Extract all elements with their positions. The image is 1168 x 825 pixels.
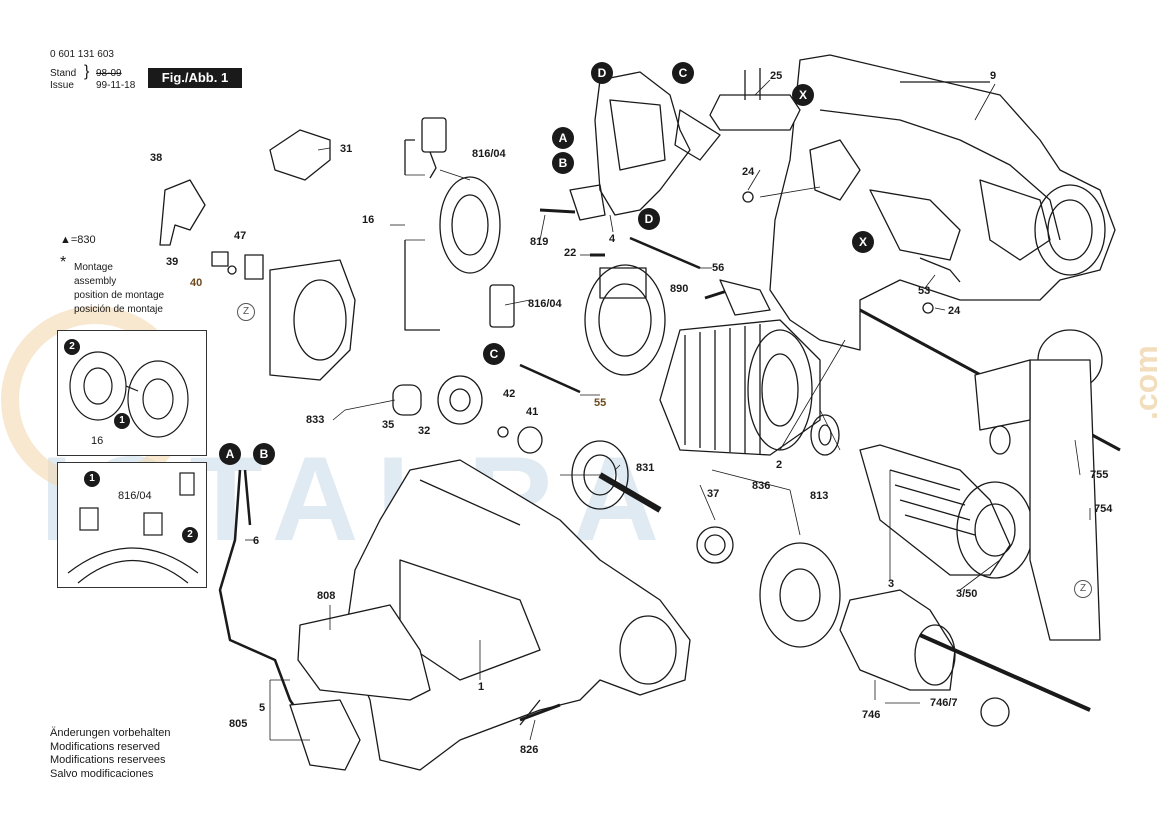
stand-label: Stand — [50, 68, 77, 79]
marker-z-left: Z — [237, 303, 255, 321]
part-2: 2 — [776, 459, 783, 471]
triangle-note: ▲=830 — [60, 234, 96, 246]
footer-line-de: Änderungen vorbehalten — [50, 727, 171, 739]
marker-x-housing: X — [852, 231, 874, 253]
step-2-marker-b: 2 — [182, 527, 198, 543]
part-55: 55 — [594, 397, 607, 409]
part-5: 5 — [259, 702, 266, 714]
marker-x-top: X — [792, 84, 814, 106]
issue-date: 99-11-18 — [96, 80, 136, 91]
inset-drawing-1 — [69, 351, 189, 438]
footer-notes: Änderungen vorbehalten Modifications res… — [50, 727, 170, 781]
part-6: 6 — [253, 535, 260, 547]
footer-line-fr: Modifications reservees — [50, 754, 166, 766]
step-1-marker-b: 1 — [84, 471, 100, 487]
brace: } — [84, 63, 90, 80]
step-2-marker: 2 — [64, 339, 80, 355]
part-41: 41 — [526, 406, 539, 418]
part-816-mid: 816/04 — [528, 298, 562, 310]
part-833: 833 — [306, 414, 325, 426]
inset-part-16: 16 — [91, 435, 104, 447]
part-746: 746 — [862, 709, 881, 721]
part-819: 819 — [530, 236, 549, 248]
part-746-7: 746/7 — [930, 697, 958, 709]
part-9: 9 — [990, 70, 997, 82]
marker-c-wire: C — [483, 343, 505, 365]
part-38: 38 — [150, 152, 163, 164]
part-808: 808 — [317, 590, 336, 602]
part-31: 31 — [340, 143, 353, 155]
part-39: 39 — [166, 256, 179, 268]
footer-line-en: Modifications reserved — [50, 740, 161, 753]
part-3-50: 3/50 — [956, 588, 978, 600]
montage-line-2: assembly — [74, 276, 117, 287]
montage-line-3: position de montage — [74, 290, 165, 301]
inset-drawing-2 — [67, 472, 199, 584]
part-47: 47 — [234, 230, 247, 242]
inset-assembly-2: 1 2 816/04 — [57, 462, 207, 588]
footer-line-es: Salvo modificaciones — [50, 767, 154, 780]
marker-d-wire: D — [638, 208, 660, 230]
part-3: 3 — [888, 578, 895, 590]
part-826: 826 — [520, 744, 539, 756]
star-note: * — [60, 254, 67, 271]
part-24-bottom: 24 — [948, 305, 961, 317]
old-date: 98-09 — [96, 68, 122, 79]
marker-a-switch: A — [552, 127, 574, 149]
marker-b-cord: B — [253, 443, 275, 465]
marker-c-top: C — [672, 62, 694, 84]
part-24-top: 24 — [742, 166, 755, 178]
part-836: 836 — [752, 480, 771, 492]
part-890: 890 — [670, 283, 689, 295]
part-35: 35 — [382, 419, 395, 431]
part-755: 755 — [1090, 469, 1109, 481]
part-4: 4 — [609, 233, 616, 245]
inset-part-816: 816/04 — [118, 490, 152, 502]
part-816-top: 816/04 — [472, 148, 506, 160]
part-1: 1 — [478, 681, 485, 693]
inset-assembly-1: 2 1 16 — [57, 330, 207, 456]
step-1-marker: 1 — [114, 413, 130, 429]
marker-a-cord: A — [219, 443, 241, 465]
part-56: 56 — [712, 262, 725, 274]
part-32: 32 — [418, 425, 431, 437]
montage-line-1: Montage — [74, 262, 113, 273]
marker-d-top: D — [591, 62, 613, 84]
part-16: 16 — [362, 214, 375, 226]
part-813: 813 — [810, 490, 829, 502]
montage-line-4: posición de montaje — [74, 304, 163, 315]
part-805: 805 — [229, 718, 248, 730]
part-25: 25 — [770, 70, 783, 82]
part-53: 53 — [918, 285, 931, 297]
part-42: 42 — [503, 388, 516, 400]
part-40: 40 — [190, 277, 203, 289]
marker-z-right: Z — [1074, 580, 1092, 598]
part-754: 754 — [1094, 503, 1113, 515]
part-37: 37 — [707, 488, 720, 500]
figure-label: Fig./Abb. 1 — [148, 68, 242, 88]
part-number: 0 601 131 603 — [50, 49, 114, 60]
part-22: 22 — [564, 247, 577, 259]
issue-label: Issue — [50, 80, 74, 91]
marker-b-switch: B — [552, 152, 574, 174]
part-831: 831 — [636, 462, 655, 474]
